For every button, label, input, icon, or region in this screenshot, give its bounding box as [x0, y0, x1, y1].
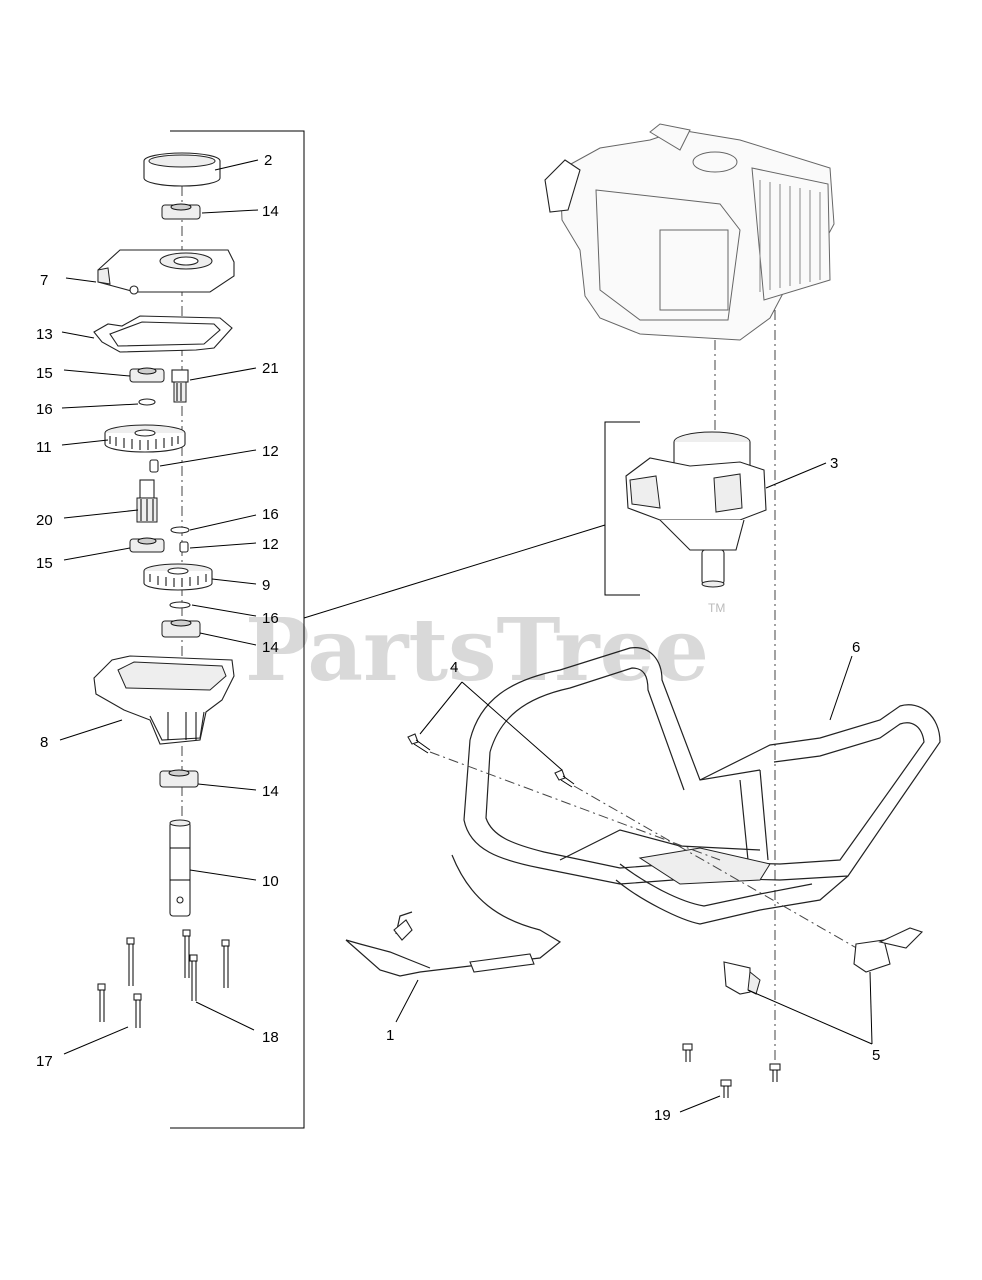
part-21-pinion[interactable] — [171, 369, 189, 403]
callout-16-a: 16 — [36, 401, 53, 418]
callout-9: 9 — [262, 577, 270, 594]
part-10-output-shaft[interactable] — [169, 819, 191, 917]
callout-13: 13 — [36, 326, 53, 343]
part-3-bracket — [604, 421, 640, 596]
callout-1: 1 — [386, 1027, 394, 1044]
callout-20: 20 — [36, 512, 53, 529]
callout-16-c: 16 — [262, 610, 279, 627]
part-14-bearing-bottom[interactable] — [159, 769, 199, 788]
watermark-text: PartsTree — [245, 600, 709, 701]
part-3-gearbox-assembly[interactable] — [625, 431, 767, 588]
callout-5: 5 — [872, 1047, 880, 1064]
part-8-gearbox-housing[interactable] — [93, 655, 235, 745]
screw-guide-line-b — [573, 785, 861, 951]
engine-ghost — [544, 123, 835, 341]
callout-21: 21 — [262, 360, 279, 377]
callout-15-lower: 15 — [36, 555, 53, 572]
callout-15-upper: 15 — [36, 365, 53, 382]
part-5-switches[interactable] — [723, 927, 924, 995]
callout-7: 7 — [40, 272, 48, 289]
watermark-trademark: TM — [708, 601, 725, 615]
callout-14-bottom: 14 — [262, 783, 279, 800]
callout-12-b: 12 — [262, 536, 279, 553]
part-12-pin-b[interactable] — [179, 541, 189, 553]
part-17-18-bolts[interactable] — [97, 929, 230, 1028]
callout-18: 18 — [262, 1029, 279, 1046]
part-1-throttle-cable[interactable] — [345, 854, 562, 977]
screw-guide-line-a — [429, 751, 721, 861]
part-16-ring-b[interactable] — [170, 526, 190, 534]
callout-10: 10 — [262, 873, 279, 890]
part-19-bolts[interactable] — [682, 1043, 781, 1098]
part-13-gasket[interactable] — [93, 315, 233, 353]
part-15-bearing-lower[interactable] — [129, 537, 165, 553]
leader-3-to-gearbox — [303, 524, 606, 619]
part-16-ring-c[interactable] — [169, 601, 191, 609]
callout-17: 17 — [36, 1053, 53, 1070]
callout-11: 11 — [36, 439, 52, 456]
callout-3: 3 — [830, 455, 838, 472]
callout-4: 4 — [450, 659, 458, 676]
part-14-bearing-mid[interactable] — [161, 619, 201, 638]
part-9-gear[interactable] — [143, 563, 213, 591]
leader-lines — [59, 159, 873, 1113]
callout-19: 19 — [654, 1107, 671, 1124]
callout-2: 2 — [264, 152, 272, 169]
part-15-bearing-upper[interactable] — [129, 367, 165, 383]
part-16-ring-a[interactable] — [138, 398, 156, 406]
callout-12-a: 12 — [262, 443, 279, 460]
part-6-frame[interactable] — [463, 647, 941, 925]
callout-14-top: 14 — [262, 203, 279, 220]
callout-8: 8 — [40, 734, 48, 751]
part-11-gear[interactable] — [104, 424, 186, 453]
callout-6: 6 — [852, 639, 860, 656]
callout-14-mid: 14 — [262, 639, 279, 656]
part-20-shaft-pinion[interactable] — [136, 479, 158, 523]
gearbox-bracket — [170, 130, 305, 1129]
callout-16-b: 16 — [262, 506, 279, 523]
part-14-bearing-top[interactable] — [161, 203, 201, 220]
part-7-gearbox-cover[interactable] — [97, 249, 235, 295]
part-2-seal-ring[interactable] — [143, 152, 221, 187]
part-12-pin-a[interactable] — [149, 459, 159, 473]
part-4-screws[interactable] — [407, 733, 575, 788]
